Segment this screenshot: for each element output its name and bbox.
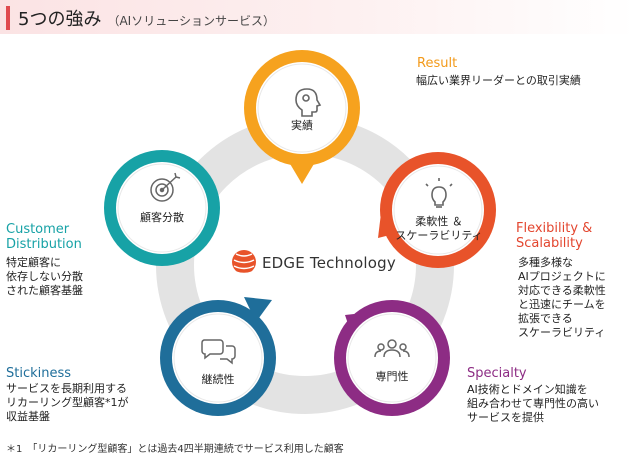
section-header: 5つの強み（AIソリューションサービス）	[0, 0, 635, 34]
node-flexibility-label-1: 柔軟性 ＆	[415, 214, 463, 228]
target-icon	[150, 172, 181, 202]
customer-heading: Customer Distribution	[6, 222, 82, 252]
node-customer: 顧客分散	[104, 150, 220, 266]
flexibility-desc: 多種多様な AIプロジェクトに 対応できる柔軟性 と迅速にチームを 拡張できる …	[518, 256, 606, 339]
edge-logo-mark	[232, 250, 256, 275]
footnote: ＊1 「リカーリング型顧客」とは過去4四半期連続でサービス利用した顧客	[6, 444, 344, 455]
node-flexibility-label-2: スケーラビリティ	[395, 229, 482, 242]
customer-desc: 特定顧客に 依存しない分散 された顧客基盤	[6, 256, 83, 297]
stickiness-desc: サービスを長期利用する リカーリング型顧客*1が 収益基盤	[6, 382, 129, 423]
people-group-icon	[374, 339, 410, 358]
specialty-desc: AI技術とドメイン知識を 組み合わせて専門性の高い サービスを提供	[467, 383, 599, 424]
result-heading: Result	[417, 56, 458, 71]
node-result: 実績	[244, 50, 360, 184]
result-desc: 幅広い業界リーダーとの取引実績	[416, 74, 581, 87]
head-gear-icon	[295, 88, 322, 117]
flexibility-heading: Flexibility & Scalability	[516, 221, 593, 251]
specialty-heading: Specialty	[467, 366, 527, 381]
page-subtitle: （AIソリューションサービス）	[107, 14, 275, 28]
node-stickiness: 継続性	[160, 297, 276, 416]
header-accent-bar	[6, 6, 10, 30]
node-specialty-label: 専門性	[376, 369, 409, 383]
lightbulb-icon	[425, 178, 453, 208]
edge-technology-logo: EDGE Technology	[230, 248, 400, 280]
speech-bubbles-icon	[201, 339, 236, 365]
node-stickiness-label: 継続性	[202, 372, 235, 386]
node-customer-label: 顧客分散	[140, 210, 184, 224]
stickiness-heading: Stickiness	[6, 366, 72, 381]
page-title: 5つの強み（AIソリューションサービス）	[18, 9, 275, 30]
node-flexibility: 柔軟性 ＆ スケーラビリティ	[378, 152, 496, 268]
logo-text: EDGE Technology	[262, 254, 396, 272]
node-result-label: 実績	[291, 118, 313, 132]
node-specialty: 専門性	[334, 300, 450, 416]
